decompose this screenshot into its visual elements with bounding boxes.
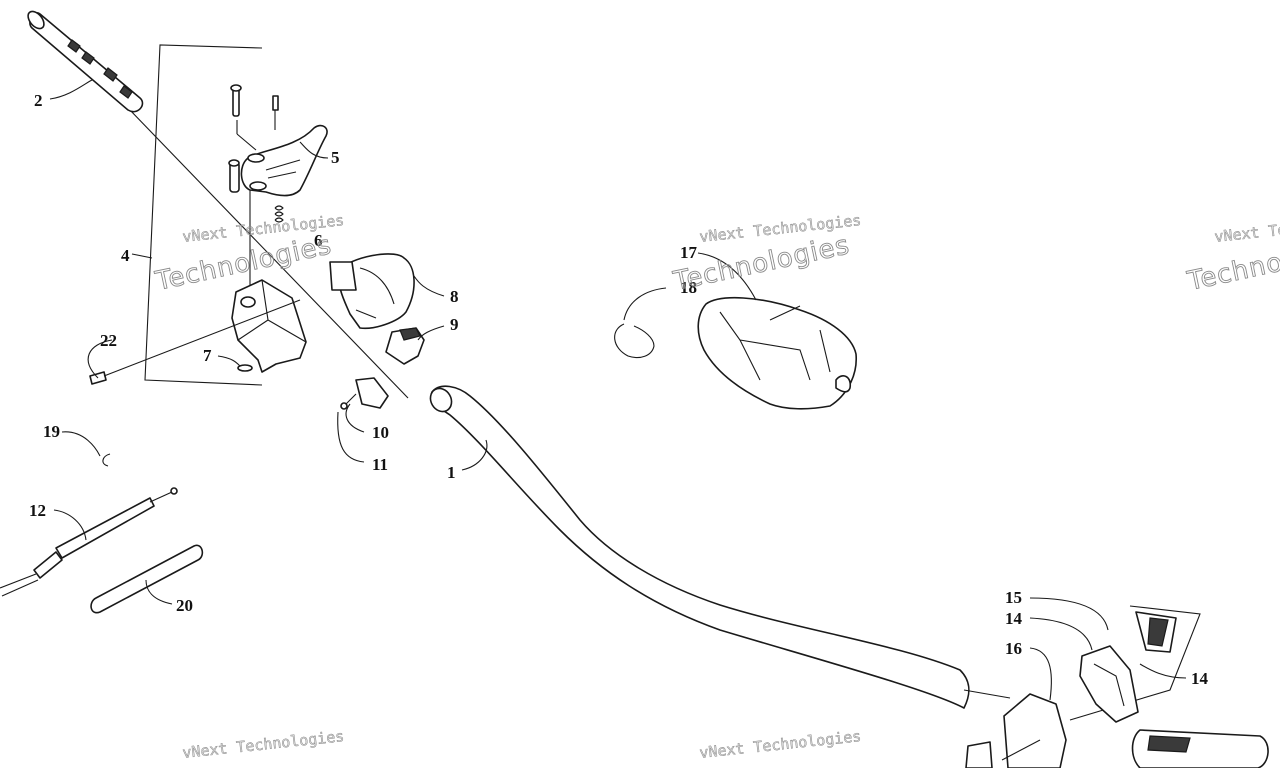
- callout-4: 4: [121, 246, 130, 265]
- callout-12: 12: [29, 501, 46, 520]
- callout-15: 15: [1005, 588, 1022, 607]
- callout-9: 9: [450, 315, 459, 334]
- callout-8: 8: [450, 287, 459, 306]
- brake-housing: [231, 279, 307, 373]
- callout-14b: 14: [1191, 669, 1209, 688]
- callout-7: 7: [203, 346, 212, 365]
- brake-lever: [240, 124, 328, 197]
- svg-text:vNext Technologies: vNext Technologies: [182, 727, 346, 762]
- watermark-3: vNext Technologies Technologies: [1184, 211, 1280, 298]
- handlebar-pad: [697, 296, 857, 410]
- watermark-5: vNext Technologies: [698, 727, 863, 762]
- pad-clip-ring: [614, 323, 655, 359]
- callout-14a: 14: [1005, 609, 1023, 628]
- callout-22: 22: [100, 331, 117, 350]
- callout-2: 2: [34, 91, 43, 110]
- throttle-clip: [385, 327, 425, 365]
- callout-1: 1: [447, 463, 456, 482]
- pivot-pins: [228, 84, 279, 300]
- svg-text:Technologies: Technologies: [670, 230, 852, 297]
- lever-spring: [274, 205, 284, 223]
- callout-20: 20: [176, 596, 193, 615]
- leader-lines: [49, 79, 1187, 701]
- handlebar: [429, 385, 970, 709]
- watermark-2: vNext Technologies Technologies: [670, 211, 863, 298]
- c-clip: [102, 453, 111, 467]
- group-4-bracket: [144, 44, 263, 386]
- left-grip: [27, 10, 144, 113]
- callout-5: 5: [331, 148, 340, 167]
- svg-text:vNext Technologies: vNext Technologies: [699, 727, 863, 762]
- callout-18: 18: [680, 278, 697, 297]
- throttle-housing: [329, 253, 415, 330]
- callout-10: 10: [372, 423, 389, 442]
- callout-11: 11: [372, 455, 388, 474]
- assembly-axis-line: [127, 107, 409, 399]
- tube: [90, 544, 204, 614]
- watermark-1: vNext Technologies Technologies: [152, 211, 346, 298]
- callouts: 1 2 4 5 6 7 8 9 10 11 12 14 14 15 16 17 …: [29, 91, 1209, 688]
- svg-text:Technologies: Technologies: [152, 230, 334, 297]
- small-switch: [340, 377, 389, 410]
- throttle-cable: [0, 487, 178, 597]
- right-control-bracket: [963, 605, 1269, 768]
- svg-text:vNext Technologies: vNext Technologies: [1214, 211, 1280, 246]
- watermark-4: vNext Technologies: [181, 727, 346, 762]
- callout-17: 17: [680, 243, 698, 262]
- callout-16: 16: [1005, 639, 1022, 658]
- callout-6: 6: [314, 231, 323, 250]
- callout-19: 19: [43, 422, 60, 441]
